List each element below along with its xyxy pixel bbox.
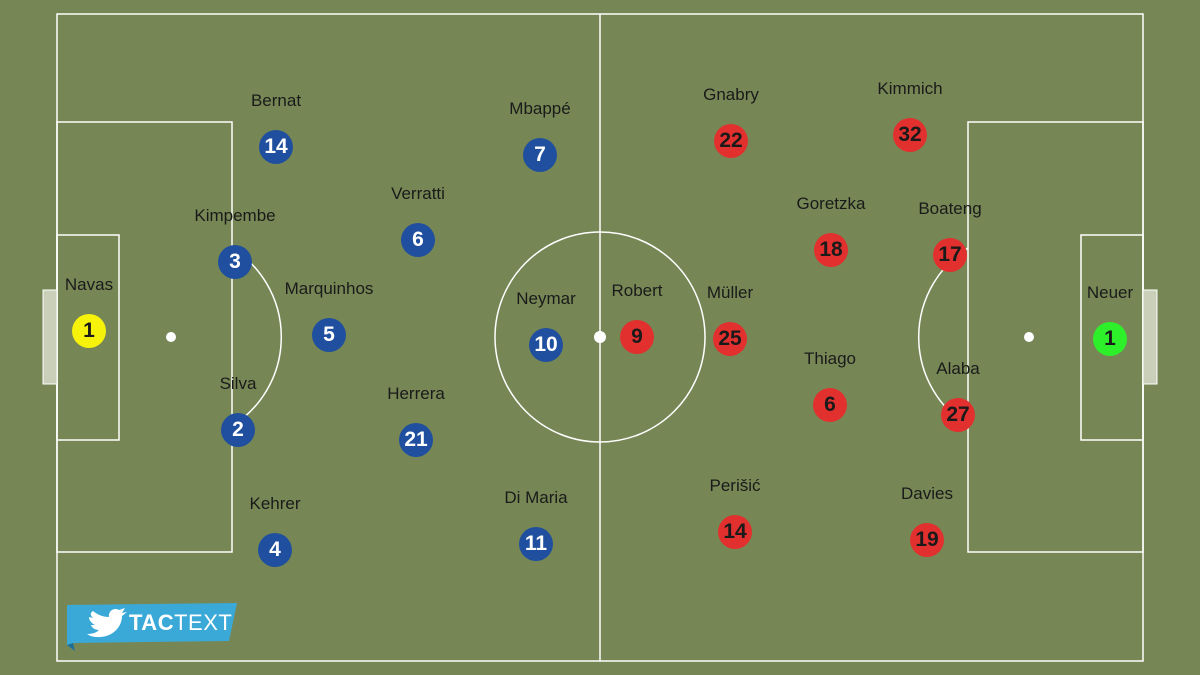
left-penalty-spot: [166, 332, 176, 342]
player-name: Verratti: [391, 184, 445, 203]
player-name: Boateng: [918, 199, 982, 218]
player-name: Marquinhos: [284, 279, 374, 298]
player-number-disc: 6: [813, 388, 847, 422]
player-number-disc: 6: [401, 223, 435, 257]
player-number-disc: 18: [814, 233, 848, 267]
center-circle: [494, 231, 706, 443]
logo-brand-bold: TAC: [129, 610, 175, 635]
player-name: Robert: [611, 281, 663, 300]
player-name: Silva: [219, 374, 257, 393]
player-name: Perišić: [709, 476, 761, 495]
player-number-disc: 32: [893, 118, 927, 152]
left-goal: [42, 289, 58, 385]
center-spot: [594, 331, 606, 343]
player-number-disc: 1: [1093, 322, 1127, 356]
player-name: Alaba: [936, 359, 980, 378]
player-name: Gnabry: [703, 85, 759, 104]
player-name: Navas: [64, 275, 114, 294]
tactext-logo: [67, 603, 237, 651]
player-name: Herrera: [387, 384, 445, 403]
player-number-disc: 2: [221, 413, 255, 447]
player-name: Di Maria: [504, 488, 568, 507]
player-name: Müller: [706, 283, 754, 302]
player-name: Kehrer: [249, 494, 301, 513]
player-name: Thiago: [804, 349, 856, 368]
player-number-disc: 27: [941, 398, 975, 432]
player-number-disc: 19: [910, 523, 944, 557]
logo-wordmark: TACTEXT: [129, 610, 232, 636]
player-number-disc: 14: [718, 515, 752, 549]
player-number-disc: 4: [258, 533, 292, 567]
player-number-disc: 5: [312, 318, 346, 352]
player-name: Goretzka: [796, 194, 866, 213]
player-number-disc: 10: [529, 328, 563, 362]
left-penalty-arc: [231, 247, 282, 427]
player-name: Neymar: [516, 289, 576, 308]
logo-brand-light: TEXT: [174, 610, 233, 635]
right-goal: [1142, 289, 1158, 385]
player-number-disc: 1: [72, 314, 106, 348]
player-number-disc: 17: [933, 238, 967, 272]
player-number-disc: 9: [620, 320, 654, 354]
twitter-bird-icon: [87, 608, 127, 638]
player-name: Neuer: [1086, 283, 1134, 302]
player-number-disc: 22: [714, 124, 748, 158]
player-name: Kimmich: [877, 79, 943, 98]
player-number-disc: 11: [519, 527, 553, 561]
player-number-disc: 21: [399, 423, 433, 457]
player-name: Kimpembe: [194, 206, 276, 225]
player-number-disc: 7: [523, 138, 557, 172]
player-name: Bernat: [250, 91, 302, 110]
player-number-disc: 3: [218, 245, 252, 279]
player-number-disc: 25: [713, 322, 747, 356]
right-penalty-spot: [1024, 332, 1034, 342]
player-name: Mbappé: [509, 99, 571, 118]
player-name: Davies: [901, 484, 953, 503]
player-number-disc: 14: [259, 130, 293, 164]
